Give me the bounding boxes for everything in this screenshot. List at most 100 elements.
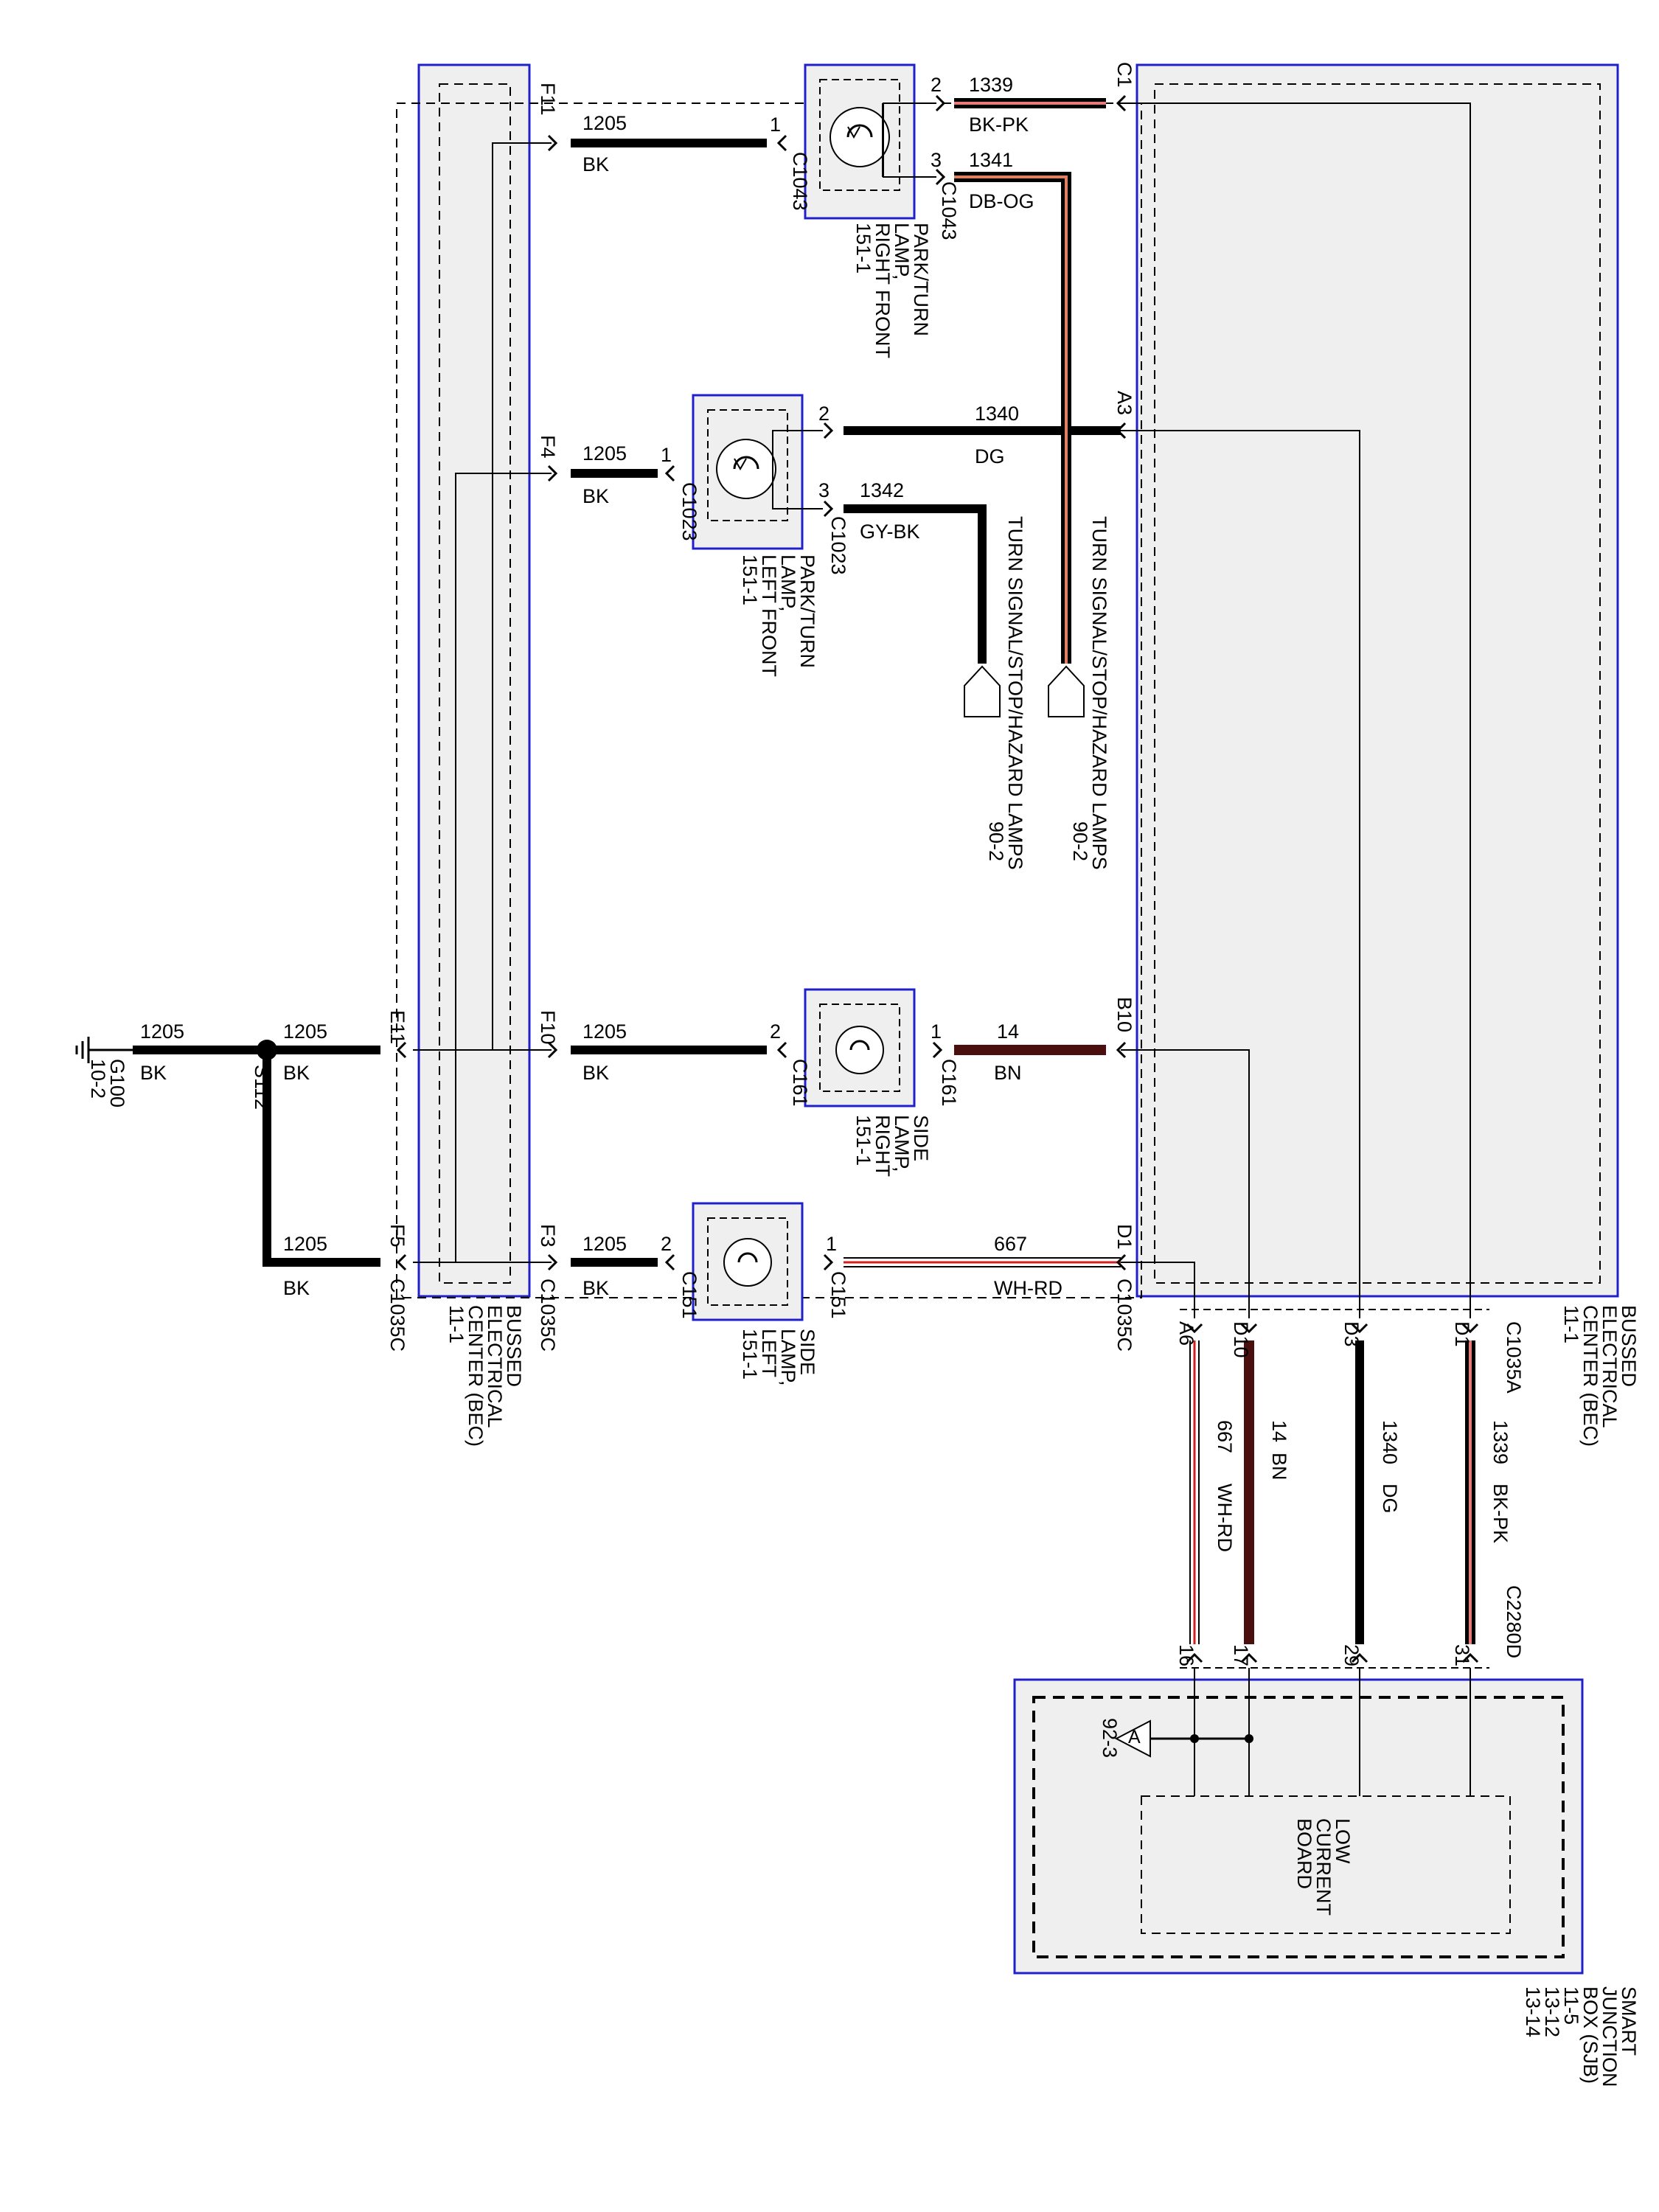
- connector-c1043-right: C1043: [938, 181, 960, 240]
- pin-a3: A3: [1113, 391, 1135, 415]
- low-current-board-label-line-2: CURRENT: [1312, 1818, 1335, 1916]
- wire-color-bk-f10: BK: [582, 1062, 609, 1084]
- wire-667: [844, 1257, 1200, 1644]
- ground-g100: G100: [106, 1059, 128, 1107]
- bec-right-label-line-2: ELECTRICAL: [1599, 1305, 1621, 1428]
- connector-c161-right: C161: [938, 1059, 960, 1107]
- vwire-color-whrd: WH-RD: [1214, 1484, 1236, 1552]
- wire-color-bk-f3: BK: [582, 1277, 609, 1299]
- wire-1205-splice: [262, 1050, 380, 1267]
- lamp-label-park-turn-right-front-line-2: LAMP,: [891, 223, 913, 280]
- sjb-label-line-2: JUNCTION: [1599, 1986, 1621, 2087]
- pin-d10: D10: [1230, 1321, 1252, 1358]
- pin-c1: C1: [1113, 62, 1135, 88]
- pin-sjb-31: 31: [1451, 1644, 1473, 1666]
- bec-right-label-line-1: BUSSED: [1618, 1305, 1640, 1387]
- vwire-label-1340: 1340: [1379, 1420, 1401, 1464]
- wire-label-1205-f10: 1205: [582, 1020, 627, 1043]
- pin-2-c1043: 2: [931, 74, 942, 96]
- ground-symbol: [75, 1037, 133, 1063]
- pin-1-c151: 1: [826, 1233, 837, 1255]
- ref-tag-turn-signal-2: [1048, 665, 1085, 717]
- wire-1342: [844, 504, 987, 664]
- wire-label-667: 667: [994, 1233, 1027, 1255]
- lamp-label-park-turn-left-front-line-1: PARK/TURN: [796, 554, 818, 668]
- bec-left-label-line-2: ELECTRICAL: [484, 1305, 506, 1428]
- wire-label-1205-ground: 1205: [140, 1020, 184, 1043]
- splice-dot: [257, 1040, 277, 1060]
- pin-3-c1043: 3: [931, 149, 942, 171]
- pin-f3: F3: [537, 1224, 559, 1248]
- bec-right-module: [1135, 63, 1619, 1298]
- bec-left-label-line-1: BUSSED: [503, 1305, 525, 1387]
- connector-c1035c-mid: C1035C: [537, 1279, 559, 1352]
- wire-1341: [954, 172, 1071, 664]
- lamp-label-side-right-line-1: SIDE: [910, 1115, 932, 1161]
- connector-chevrons: [396, 94, 1479, 1663]
- vwire-color-bkpk: BK-PK: [1489, 1484, 1512, 1543]
- pin-sjb-17: 17: [1230, 1644, 1252, 1666]
- lamp-label-park-turn-left-front-line-4: 151-1: [739, 554, 761, 605]
- lamp-label-park-turn-left-front-line-2: LAMP,: [777, 554, 799, 612]
- connector-c1023-right: C1023: [827, 516, 849, 575]
- wire-label-1339: 1339: [969, 74, 1013, 96]
- pin-d3: D3: [1340, 1321, 1363, 1347]
- sjb-label-line-5: 13-12: [1541, 1986, 1563, 2037]
- sjb-ref-arrow: A: [1114, 1719, 1253, 1758]
- connector-c1035c-left: C1035C: [386, 1279, 408, 1352]
- bec-left-label-line-3: CENTER (BEC): [465, 1305, 487, 1447]
- pin-sjb-16: 16: [1175, 1644, 1197, 1666]
- lamp-side-left: [692, 1202, 804, 1321]
- wire-color-gybk: GY-BK: [860, 521, 920, 543]
- lamp-park-turn-left-front: [692, 394, 804, 550]
- wire-color-bn: BN: [994, 1062, 1022, 1084]
- pin-sjb-29: 29: [1340, 1644, 1363, 1666]
- pin-a6: A6: [1175, 1321, 1197, 1346]
- vwire-label-1339: 1339: [1489, 1420, 1512, 1464]
- lamp-label-side-left-line-4: 151-1: [739, 1329, 761, 1380]
- wire-color-bk-ground: BK: [140, 1062, 167, 1084]
- pin-b10: B10: [1113, 997, 1135, 1032]
- vwire-label-14: 14: [1268, 1420, 1290, 1442]
- pin-1-c1043: 1: [770, 114, 781, 136]
- sjb-label-line-4: 11-5: [1560, 1986, 1582, 2025]
- wire-color-bk-f11: BK: [582, 153, 609, 175]
- pin-2-c151: 2: [661, 1233, 672, 1255]
- lamp-side-right: [804, 988, 916, 1107]
- connector-c1035a: C1035A: [1503, 1321, 1525, 1394]
- wire-label-1205-f4: 1205: [582, 442, 627, 465]
- wire-color-whrd: WH-RD: [994, 1277, 1062, 1299]
- wire-label-1340: 1340: [975, 403, 1019, 425]
- low-current-board: [1141, 1795, 1511, 1934]
- connector-c1043-left: C1043: [789, 152, 811, 211]
- lamp-label-side-left-line-2: LAMP,: [777, 1329, 799, 1386]
- pin-3-c1023: 3: [818, 479, 830, 501]
- low-current-board-label-line-3: BOARD: [1293, 1818, 1315, 1889]
- wire-color-bk-e11: BK: [283, 1062, 310, 1084]
- pin-e11: E11: [386, 1010, 408, 1044]
- pin-d1-bottom: D1: [1451, 1321, 1473, 1347]
- pin-f4: F4: [537, 435, 559, 459]
- wire-label-1341: 1341: [969, 149, 1013, 171]
- lamp-label-park-turn-right-front-line-1: PARK/TURN: [910, 223, 932, 336]
- wire-color-dbog: DB-OG: [969, 190, 1034, 212]
- pin-f10: F10: [537, 1010, 559, 1045]
- ref-tag-turn-signal-1: [964, 665, 1001, 717]
- sjb-module: [1013, 1678, 1584, 1975]
- wire-color-dg: DG: [975, 445, 1005, 467]
- lamp-label-side-right-line-4: 151-1: [852, 1115, 874, 1166]
- pin-2-c161: 2: [770, 1020, 781, 1043]
- connector-c1023-left: C1023: [678, 482, 700, 541]
- pin-f5: F5: [386, 1224, 408, 1248]
- bec-right-label-line-3: CENTER (BEC): [1579, 1305, 1601, 1447]
- wire-label-1205-f11: 1205: [582, 112, 627, 134]
- low-current-board-label-line-1: LOW: [1332, 1818, 1354, 1864]
- pin-d1: D1: [1113, 1224, 1135, 1250]
- lamp-label-park-turn-left-front-line-3: LEFT FRONT: [758, 554, 780, 677]
- sjb-label-line-1: SMART: [1618, 1986, 1640, 2056]
- connector-c161-left: C161: [789, 1059, 811, 1107]
- connector-outline: [396, 102, 1142, 1298]
- pin-1-c161: 1: [931, 1020, 942, 1043]
- bec-right-label-line-4: 11-1: [1560, 1305, 1582, 1343]
